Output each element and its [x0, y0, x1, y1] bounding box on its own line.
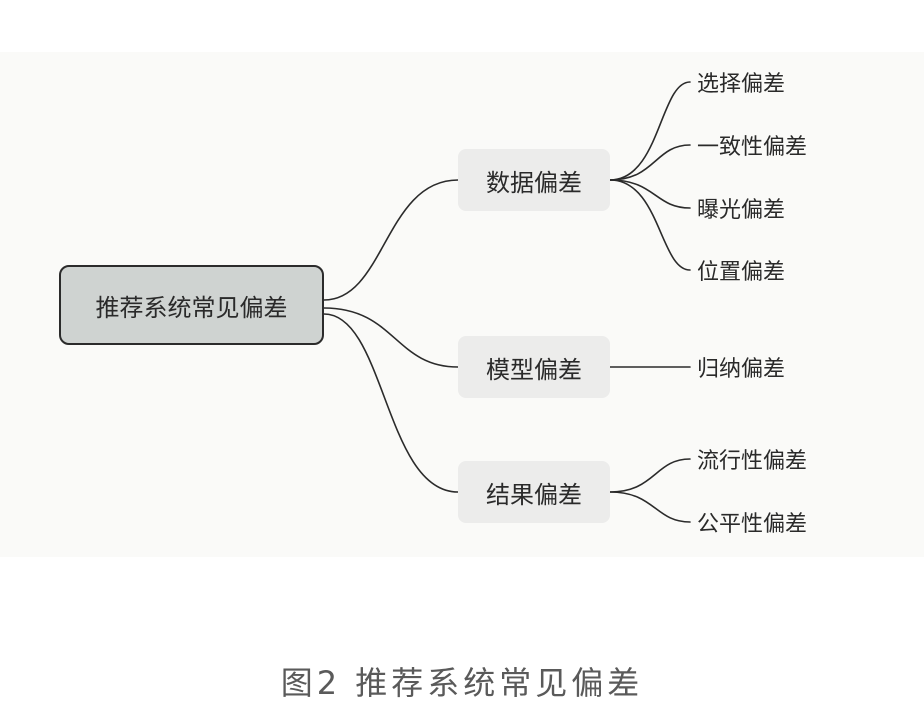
- link-data-position: [609, 179, 691, 271]
- root-node: 推荐系统常见偏差: [59, 265, 324, 345]
- leaf-label: 公平性偏差: [697, 512, 808, 537]
- link-data-consistency: [609, 144, 691, 181]
- leaf-label: 选择偏差: [697, 72, 786, 97]
- link-data-selection: [609, 81, 691, 181]
- branch-node-model-bias: 模型偏差: [458, 336, 610, 398]
- leaf-node-position-bias: 位置偏差: [697, 252, 785, 288]
- leaf-node-fairness-bias: 公平性偏差: [697, 504, 807, 540]
- root-label: 推荐系统常见偏差: [95, 293, 288, 322]
- link-result-popularity: [609, 458, 691, 493]
- link-root-result-bias: [323, 313, 459, 493]
- leaf-label: 位置偏差: [697, 260, 786, 285]
- link-root-data-bias: [323, 179, 459, 301]
- branch-label: 结果偏差: [486, 480, 582, 509]
- branch-label: 数据偏差: [486, 168, 582, 197]
- leaf-node-inductive-bias: 归纳偏差: [697, 349, 785, 385]
- leaf-label: 曝光偏差: [697, 198, 786, 223]
- leaf-label: 一致性偏差: [697, 135, 808, 160]
- leaf-label: 归纳偏差: [697, 357, 786, 382]
- leaf-node-consistency-bias: 一致性偏差: [697, 127, 807, 163]
- figure-caption: 图2 推荐系统常见偏差: [280, 664, 644, 702]
- leaf-label: 流行性偏差: [697, 449, 808, 474]
- leaf-node-selection-bias: 选择偏差: [697, 64, 785, 100]
- branch-node-data-bias: 数据偏差: [458, 149, 610, 211]
- link-root-model-bias: [323, 307, 459, 368]
- link-data-exposure: [609, 179, 691, 209]
- leaf-node-popularity-bias: 流行性偏差: [697, 441, 807, 477]
- branch-node-result-bias: 结果偏差: [458, 461, 610, 523]
- link-result-fairness: [609, 491, 691, 523]
- leaf-node-exposure-bias: 曝光偏差: [697, 190, 785, 226]
- branch-label: 模型偏差: [486, 355, 582, 384]
